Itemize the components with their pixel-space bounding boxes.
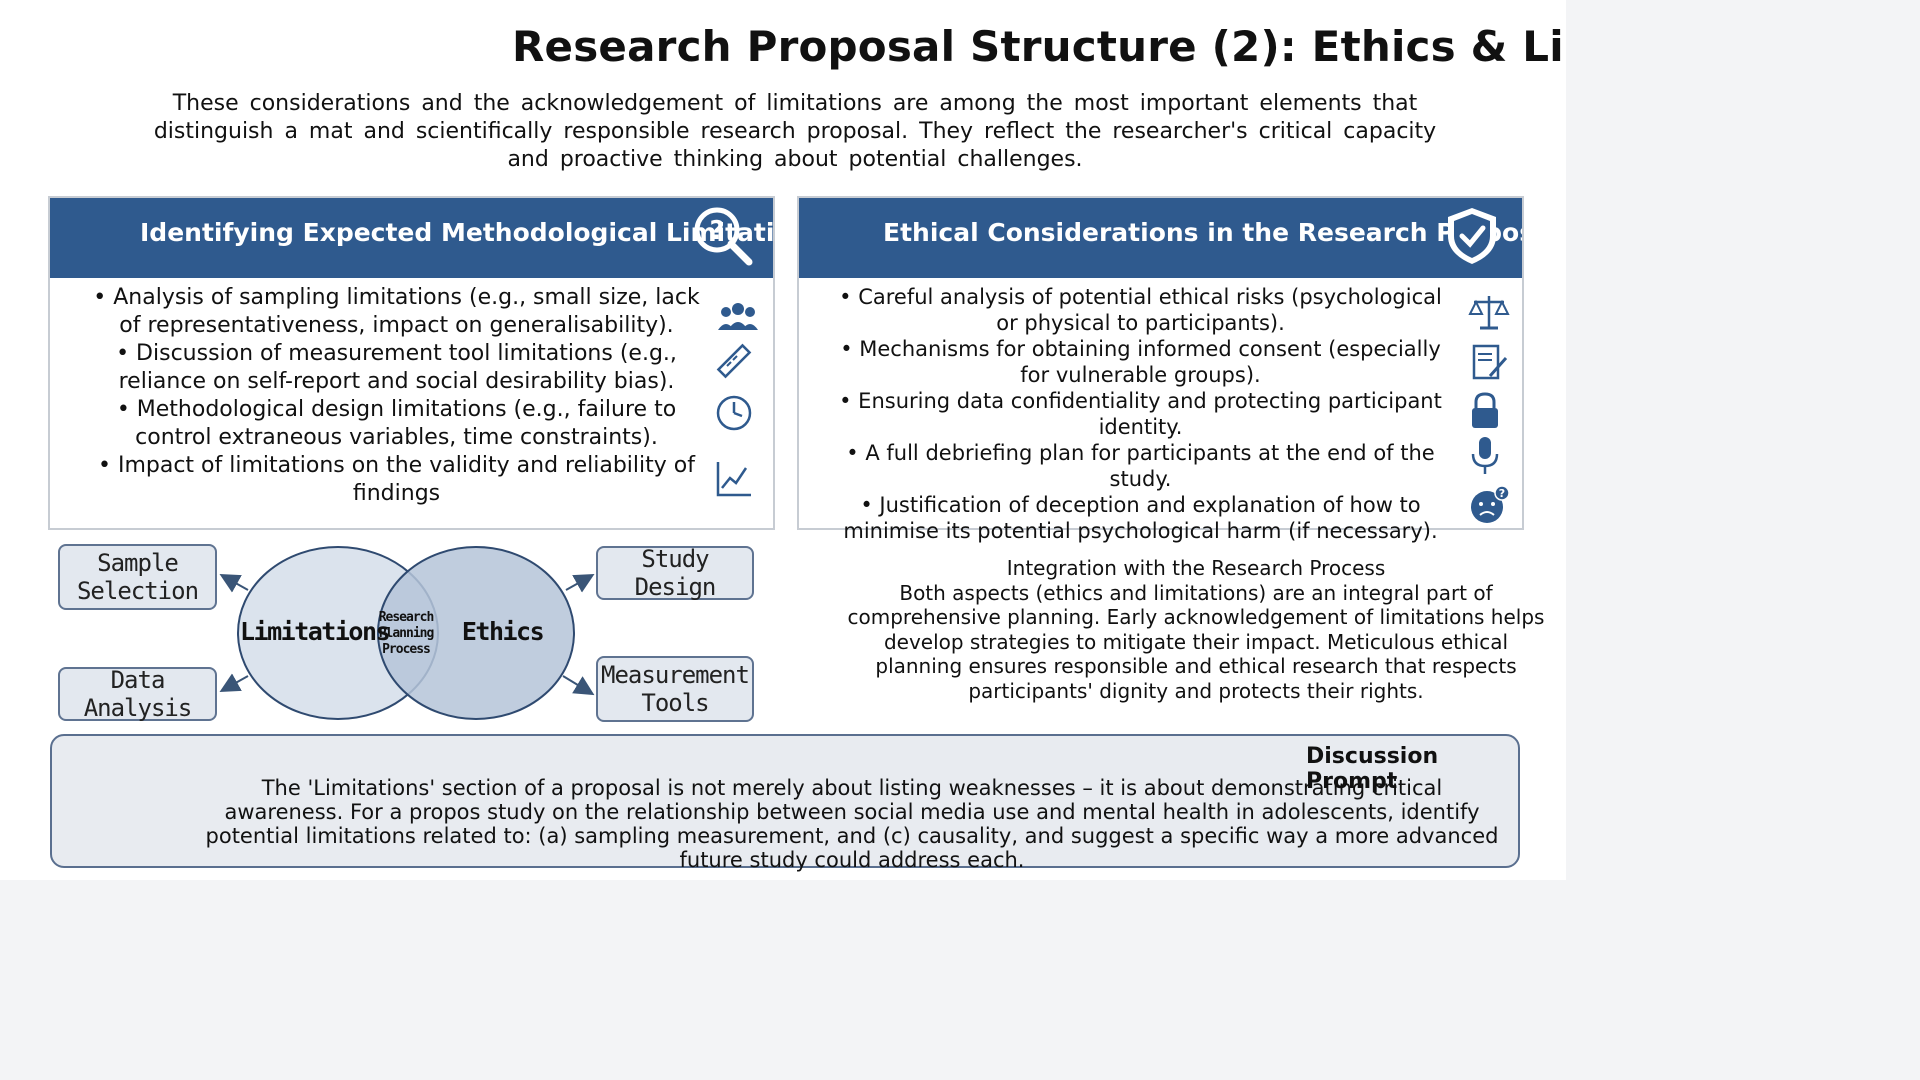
arrow-measurement-tools — [562, 675, 595, 696]
sample-selection-box: Sample Selection — [58, 544, 217, 610]
svg-text:?: ? — [709, 216, 724, 246]
integration-body: Both aspects (ethics and limitations) ar… — [847, 580, 1545, 703]
limitations-label: Limitations — [240, 617, 391, 646]
slide: Research Proposal Structure (2): Ethics … — [0, 0, 1566, 880]
ethics-bullet-2: • Mechanisms for obtaining informed cons… — [840, 337, 1441, 387]
discussion-prompt-text: The 'Limitations' section of a proposal … — [205, 776, 1499, 872]
shield-check-icon — [1448, 208, 1496, 264]
ethics-panel-body: • Careful analysis of potential ethical … — [799, 278, 1522, 544]
scales-icon — [1468, 296, 1510, 330]
integration-section: Integration with the Research Process Bo… — [840, 556, 1552, 703]
integration-title: Integration with the Research Process — [1006, 556, 1386, 580]
ethics-bullet-3: • Ensuring data confidentiality and prot… — [839, 389, 1442, 439]
ruler-icon — [716, 343, 752, 379]
measurement-tools-box: Measurement Tools — [596, 656, 754, 722]
study-design-box: Study Design — [596, 545, 754, 601]
magnifier-question-icon: ? — [694, 207, 753, 266]
limitation-bullet-4: • Impact of limitations on the validity … — [98, 453, 695, 506]
limitation-bullet-2: • Discussion of measurement tool limitat… — [116, 341, 677, 394]
ethics-panel-title: Ethical Considerations in the Research P… — [883, 218, 1522, 247]
ethics-bullet-4: • A full debriefing plan for participant… — [846, 441, 1435, 491]
limitations-panel-body: • Analysis of sampling limitations (e.g.… — [50, 278, 773, 508]
ethics-panel: Ethical Considerations in the Research P… — [797, 196, 1524, 543]
worried-face-icon: ? — [1471, 485, 1510, 523]
discussion-prompt-title: Discussion Prompt — [1306, 744, 1439, 794]
svg-text:?: ? — [1499, 487, 1505, 500]
ethics-bullet-5: • Justification of deception and explana… — [843, 493, 1438, 543]
ethics-circle — [377, 546, 575, 720]
venn-diagram — [219, 546, 595, 720]
arrow-study-design — [565, 574, 595, 593]
page-title: Research Proposal Structure (2): Ethics … — [512, 22, 1566, 71]
arrow-sample-selection — [219, 574, 249, 593]
clock-icon — [716, 395, 752, 431]
intro-text: These considerations and the acknowledge… — [153, 91, 1437, 172]
people-icon — [718, 303, 758, 330]
lock-icon — [1472, 392, 1498, 428]
discussion-prompt-box: Discussion Prompt The 'Limitations' sect… — [50, 734, 1520, 872]
document-pen-icon — [1472, 344, 1508, 380]
limitation-bullet-1: • Analysis of sampling limitations (e.g.… — [93, 285, 700, 338]
data-analysis-box: Data Analysis — [58, 666, 217, 722]
research-planning-label: Research Planning Process — [378, 610, 435, 657]
limitations-panel: Identifying Expected Methodological Limi… — [48, 196, 775, 530]
microphone-icon — [1471, 437, 1499, 474]
ethics-label: Ethics — [461, 617, 545, 646]
ethics-panel-header: Ethical Considerations in the Research P… — [799, 198, 1522, 278]
limitations-panel-header: Identifying Expected Methodological Limi… — [50, 198, 773, 278]
limitations-panel-title: Identifying Expected Methodological Limi… — [140, 218, 773, 247]
limitation-bullet-3: • Methodological design limitations (e.g… — [116, 397, 677, 450]
arrow-data-analysis — [219, 673, 249, 692]
ethics-bullet-1: • Careful analysis of potential ethical … — [839, 285, 1442, 335]
chart-icon — [716, 462, 751, 497]
